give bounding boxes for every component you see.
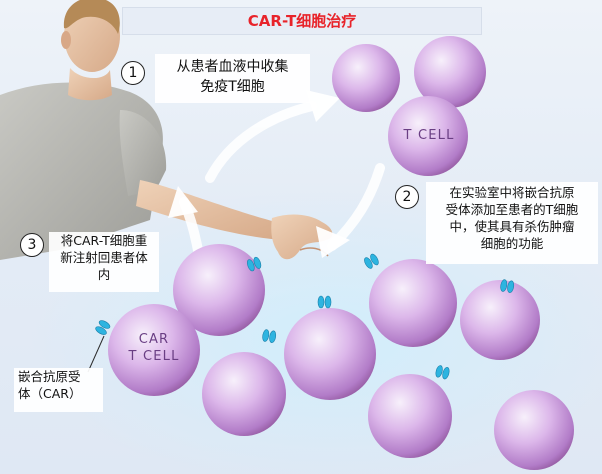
- t-cell-sphere-labeled: [388, 96, 468, 176]
- step-3-line: 内: [97, 267, 111, 282]
- car-receptors: [95, 253, 515, 380]
- step-number-2: 2: [395, 185, 419, 209]
- car-t-cell: [173, 244, 265, 336]
- car-t-cell-labeled: [108, 304, 200, 396]
- car-receptor-label-line: 体（CAR）: [18, 386, 82, 401]
- step-number-3: 3: [20, 233, 44, 257]
- car-receptor: [95, 320, 111, 335]
- car-receptor: [500, 279, 515, 293]
- car-t-cell: [494, 390, 574, 470]
- step-3-line: 将CAR-T细胞重: [60, 233, 148, 248]
- step-3-line: 新注射回患者体: [60, 250, 148, 265]
- car-t-cell-label-line: T CELL: [128, 349, 180, 364]
- patient-figure: [0, 0, 333, 260]
- car-t-cell: [202, 352, 286, 436]
- step-2-line: 受体添加至患者的T细胞: [445, 202, 579, 217]
- car-t-cell-label-line: CAR: [138, 332, 170, 347]
- step-2-note: 在实验室中将嵌合抗原 受体添加至患者的T细胞 中，使其具有杀伤肿瘤 细胞的功能: [426, 182, 598, 264]
- step-2-line: 在实验室中将嵌合抗原: [449, 185, 575, 200]
- car-receptor-label-line: 嵌合抗原受: [18, 369, 81, 384]
- diagram-title: CAR-T细胞治疗: [122, 7, 482, 35]
- car-receptor: [364, 253, 379, 269]
- car-receptor: [262, 329, 277, 343]
- car-receptor: [317, 295, 332, 309]
- car-t-cell: [369, 259, 457, 347]
- arrow-reinfuse-head: [168, 186, 198, 218]
- car-t-cell: [460, 280, 540, 360]
- step-1-line: 从患者血液中收集: [176, 59, 289, 75]
- step-number-1: 1: [121, 61, 145, 85]
- arrow-collect: [205, 101, 317, 183]
- step-3-note: 将CAR-T细胞重 新注射回患者体 内: [49, 232, 159, 292]
- collected-t-cells: [332, 36, 486, 176]
- arrow-engineer-head: [316, 226, 350, 258]
- car-t-cell-label: CAR T CELL: [112, 331, 196, 365]
- step-1-line: 免疫T细胞: [200, 79, 265, 95]
- t-cell-sphere: [332, 44, 400, 112]
- t-cell-label: T CELL: [403, 128, 455, 143]
- car-t-cell: [284, 308, 376, 400]
- arrow-collect-head: [306, 90, 340, 122]
- step-2-line: 细胞的功能: [480, 236, 544, 251]
- car-pointer-line: [87, 335, 105, 373]
- t-cell-sphere: [414, 36, 486, 108]
- car-t-cells: [108, 244, 574, 470]
- car-receptor: [435, 365, 450, 380]
- step-1-note: 从患者血液中收集 免疫T细胞: [155, 54, 310, 103]
- car-t-cell: [368, 374, 452, 458]
- car-receptor-label: 嵌合抗原受 体（CAR）: [14, 368, 103, 412]
- step-2-line: 中，使其具有杀伤肿瘤: [449, 219, 575, 234]
- car-receptor: [247, 256, 262, 272]
